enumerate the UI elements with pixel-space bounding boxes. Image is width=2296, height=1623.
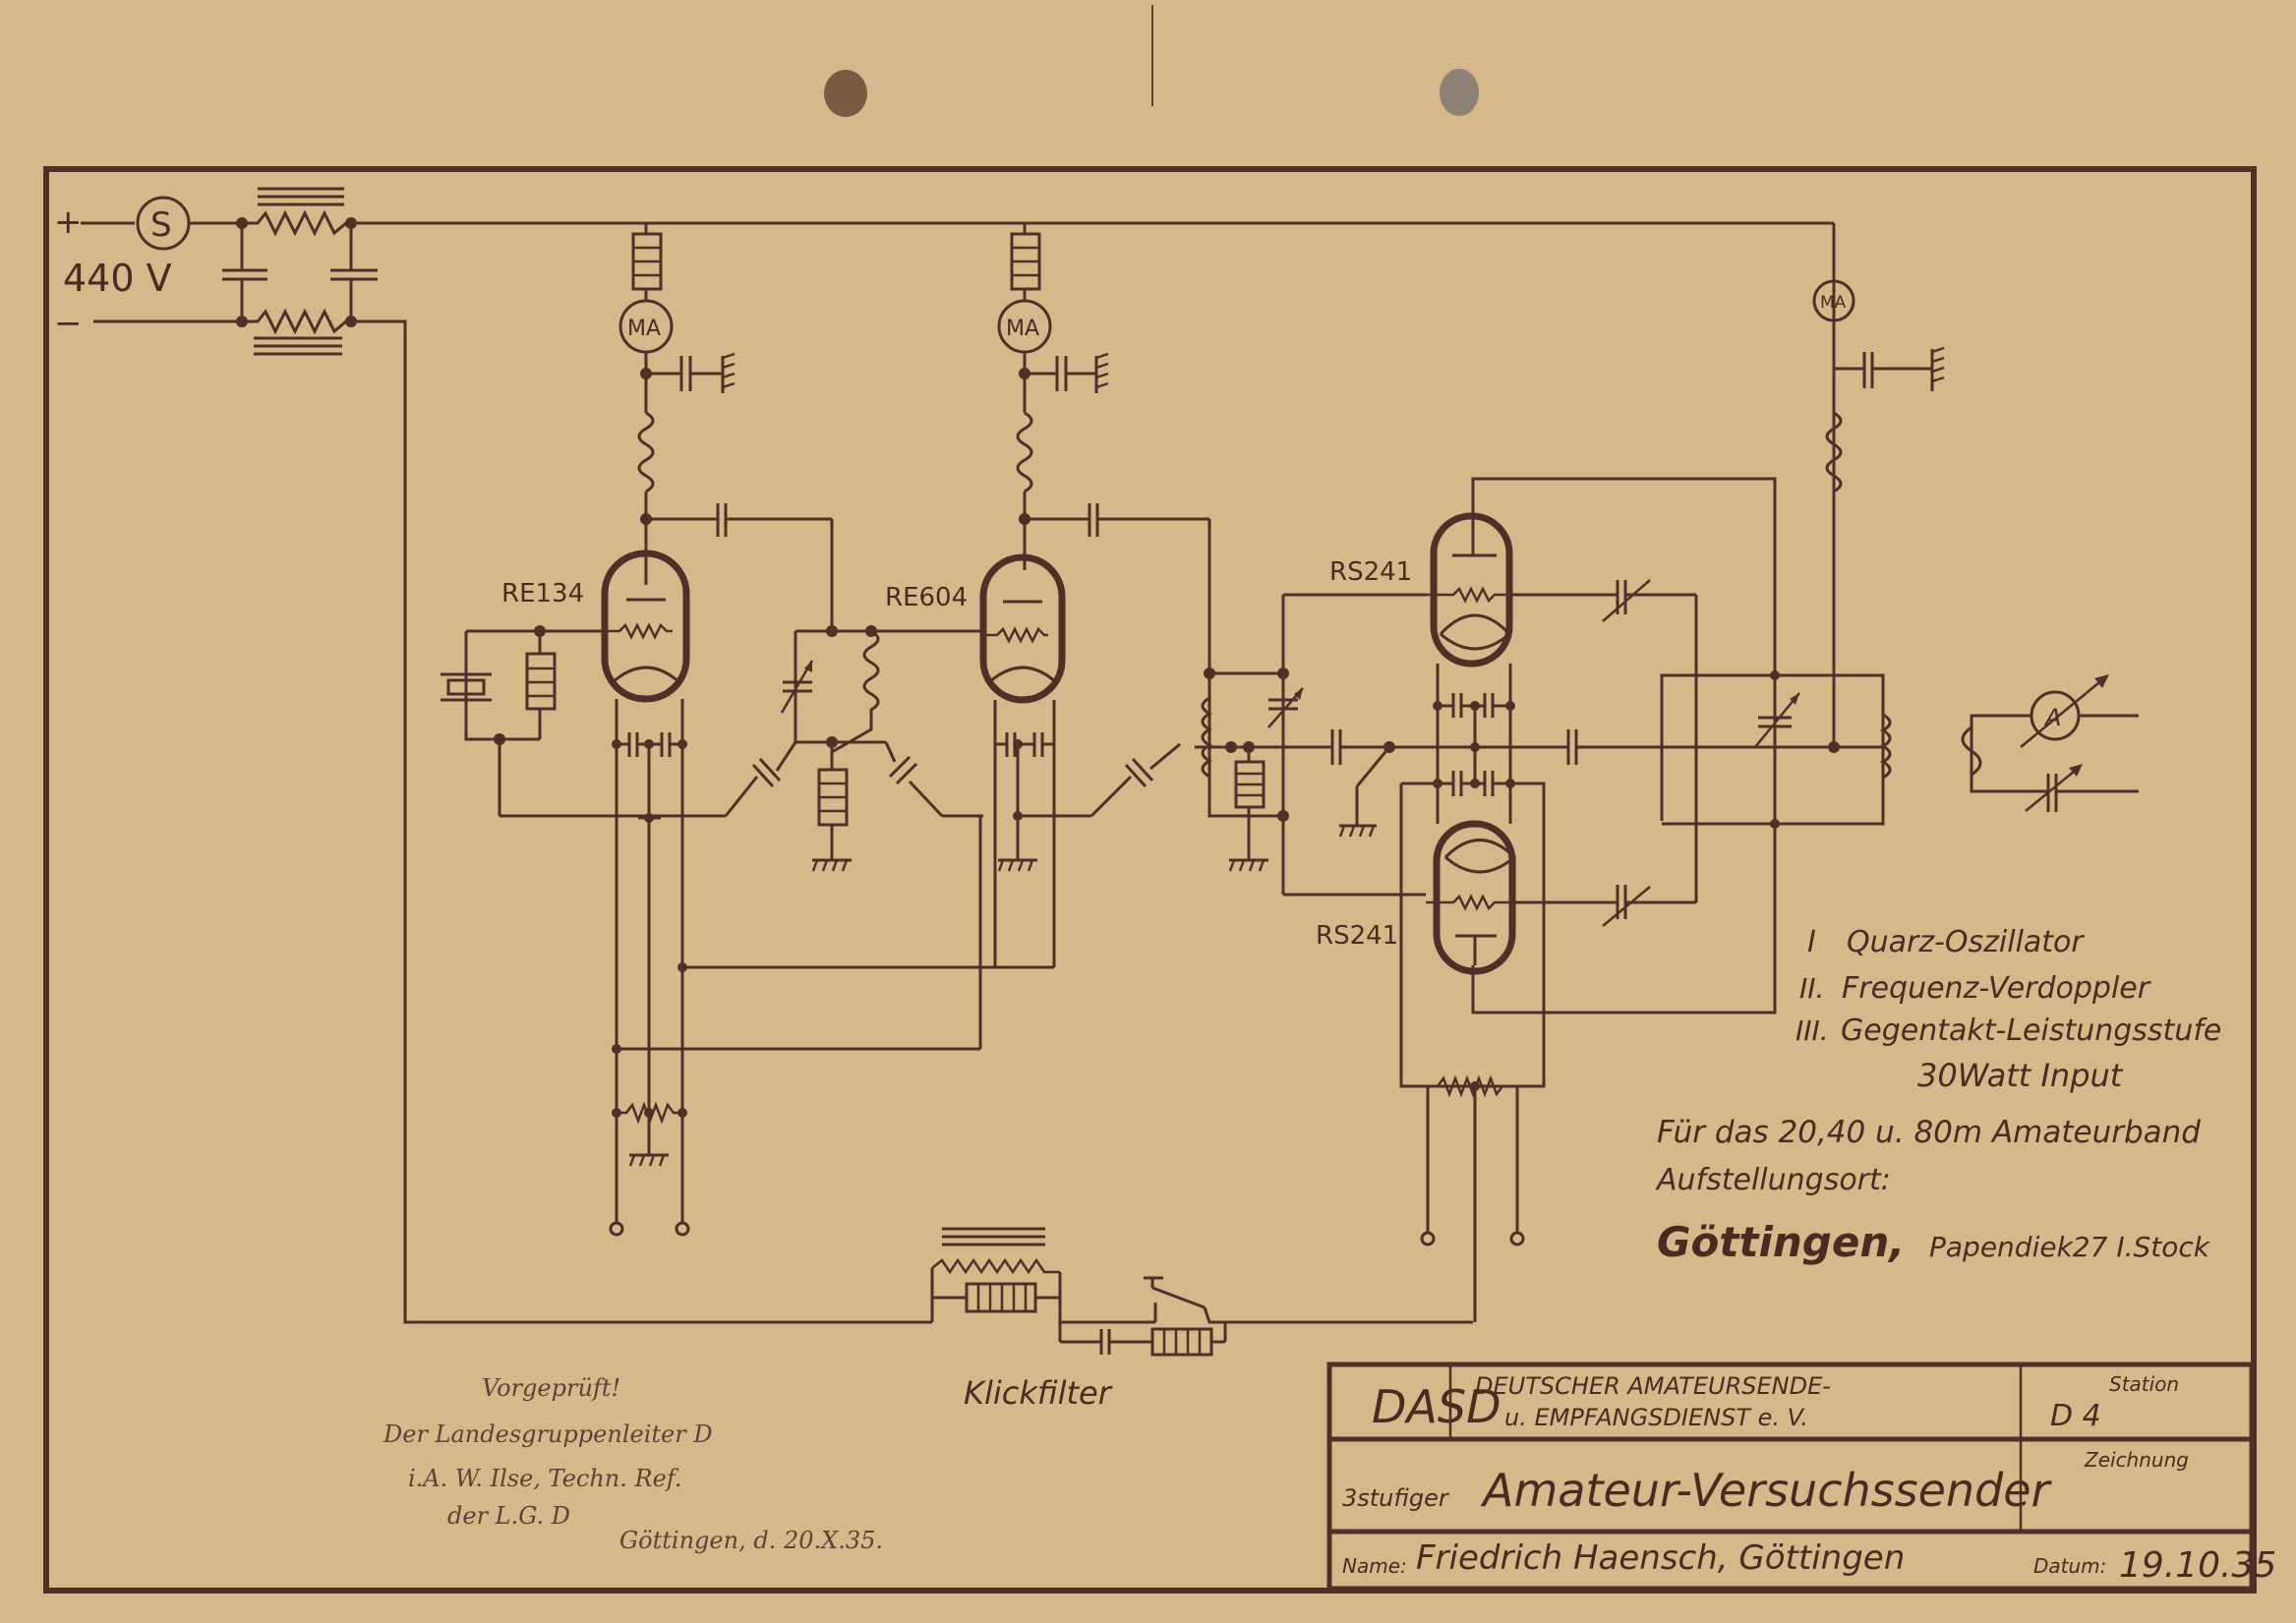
switch-label: S [150,205,172,245]
filter-choke-top [242,209,351,237]
location-address: Papendiek27 I.Stock [1929,1231,2211,1263]
punch-hole-left [824,70,867,117]
stage-2-doubler: MA RE604 [885,223,1211,1049]
org-name-line-2: u. EMPFANGSDIENST e. V. [1504,1404,1808,1431]
name-label: Name: [1342,1554,1407,1578]
drawing-frame [43,166,2257,1594]
quartz-crystal [446,678,486,696]
milliammeter-2-label: MA [1006,317,1039,341]
org-abbrev: DASD [1372,1380,1501,1433]
tube-re134-label: RE134 [501,579,584,609]
tube-re604-label: RE604 [885,583,968,612]
punch-holes [824,5,1479,117]
title-block: DASD DEUTSCHER AMATEURSENDE- u. EMPFANGS… [1326,1362,2276,1592]
stage-3-push-pull: RS241 RS241 [1316,279,1945,1322]
date-value: 19.10.35 [2119,1545,2276,1586]
drawing-prefix: 3stufiger [1342,1484,1450,1512]
handwritten-approval-note: Vorgeprüft! Der Landesgruppenleiter D i.… [383,1374,883,1554]
station-value: D 4 [2050,1399,2101,1433]
tube-re604 [979,553,1066,704]
station-label: Station [2109,1372,2179,1396]
legend-numeral-3: III. [1796,1014,1829,1047]
tube-re134 [601,550,690,703]
plus-terminal-label: + [54,203,83,242]
org-name-line-1: DEUTSCHER AMATEURSENDE- [1475,1372,1831,1400]
milliammeter-3-label: MA [1820,293,1847,313]
legend-stage-1: Quarz-Oszillator [1847,925,2085,959]
klickfilter: Klickfilter [930,1227,1473,1412]
antenna-coupling: A [1961,674,2139,812]
stage-legend: I Quarz-Oszillator II. Frequenz-Verdoppl… [1655,925,2221,1266]
voltage-label: 440 V [63,257,172,300]
drawing-number-label: Zeichnung [2084,1448,2189,1472]
legend-numeral-1: I [1807,925,1816,959]
minus-terminal-label: − [54,304,83,343]
filament-terminal-2 [675,1221,690,1237]
legend-stage-3: Gegentakt-Leistungsstufe [1841,1014,2221,1048]
location-label: Aufstellungsort: [1655,1163,1891,1197]
filament-terminal-1 [609,1221,624,1237]
note-line-1: Vorgeprüft! [482,1374,620,1402]
tube-rs241-lower-label: RS241 [1316,921,1398,951]
morse-key [1151,1286,1206,1309]
filament-terminal-3 [1420,1231,1436,1246]
drawing-title: Amateur-Versuchssender [1480,1464,2053,1517]
power-supply: + − 440 V S [54,187,1836,1324]
milliammeter-3 [1812,279,1855,322]
tube-rs241-upper-label: RS241 [1329,557,1412,587]
note-line-4: der L.G. D [447,1502,570,1530]
stage-1-oscillator: MA RE134 [441,223,1054,1237]
b-minus-return [351,319,932,1324]
legend-stage-2: Frequenz-Verdoppler [1842,971,2151,1006]
plate-coil-1 [637,411,655,493]
legend-numeral-2: II. [1799,972,1824,1005]
band-info: Für das 20,40 u. 80m Amateurband [1657,1115,2201,1150]
punch-hole-right [1440,69,1479,116]
power-input-label: 30Watt Input [1917,1057,2124,1094]
date-label: Datum: [2033,1554,2106,1578]
location-city: Göttingen, [1657,1218,1905,1266]
note-line-5: Göttingen, d. 20.X.35. [619,1527,883,1554]
filter-choke-bottom [242,308,351,335]
interstage-tank-1 [724,625,983,872]
note-line-3: i.A. W. Ilse, Techn. Ref. [408,1465,681,1492]
ground-symbol [628,1153,669,1167]
filament-terminal-4 [1509,1231,1525,1246]
name-value: Friedrich Haensch, Göttingen [1416,1538,1905,1578]
klickfilter-label: Klickfilter [964,1374,1113,1412]
note-line-2: Der Landesgruppenleiter D [383,1420,713,1448]
milliammeter-1-label: MA [627,317,661,341]
